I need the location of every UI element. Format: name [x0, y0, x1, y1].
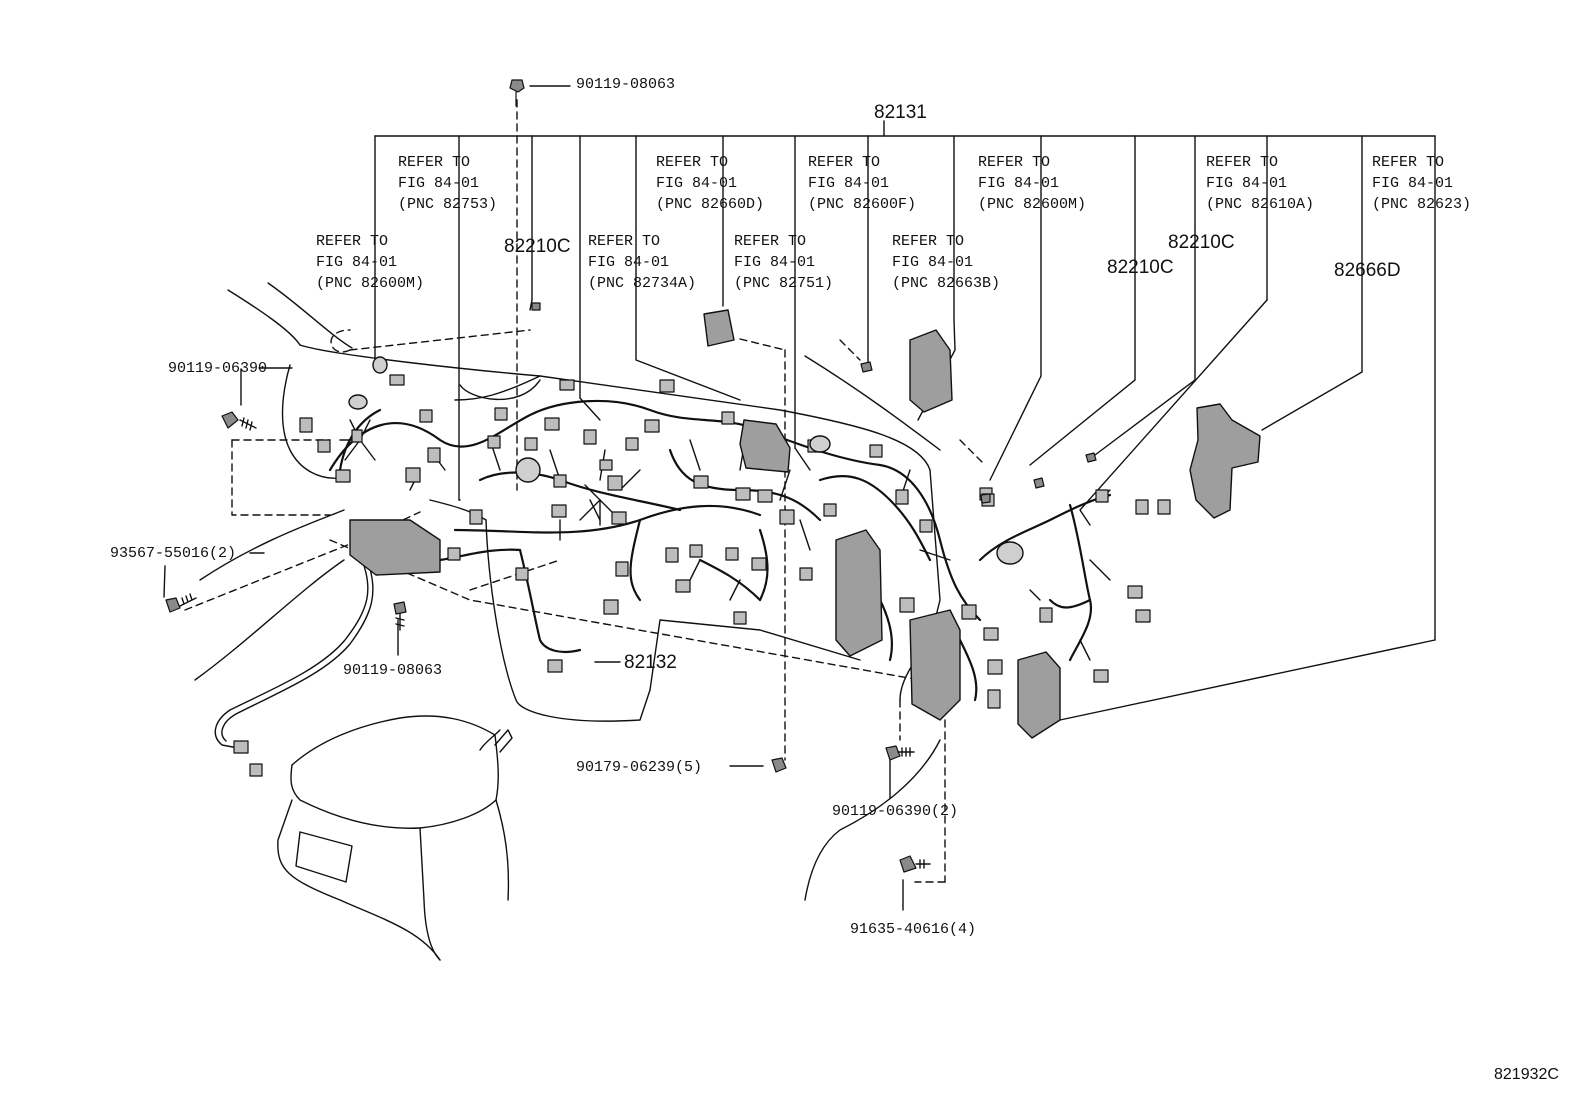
part-label-clamp: 82210C [1168, 232, 1235, 253]
part-label-bolt-left: 90119-06390 [168, 360, 268, 377]
refer-note-line: (PNC 82600M) [978, 196, 1087, 213]
refer-note-line: FIG 84-01 [808, 175, 890, 192]
refer-note-82600f: REFER TO FIG 84-01 (PNC 82600F) [808, 152, 916, 215]
refer-note-line: REFER TO [734, 233, 807, 250]
refer-note-line: REFER TO [656, 154, 729, 171]
main-harness-leader-bracket [374, 120, 1436, 641]
right-lower-harness [804, 739, 941, 901]
part-label-clamp: 82210C [504, 236, 571, 257]
left-harness-cable [214, 554, 374, 749]
refer-note-line: (PNC 82623) [1372, 196, 1472, 213]
refer-note-line: (PNC 82751) [734, 275, 834, 292]
refer-note-82660d: REFER TO FIG 84-01 (PNC 82660D) [656, 152, 764, 215]
junction-blocks [349, 309, 1261, 739]
refer-note-line: (PNC 82663B) [892, 275, 1001, 292]
refer-note-82753: REFER TO FIG 84-01 (PNC 82753) [398, 152, 497, 215]
figure-id: 821932C [1494, 1066, 1559, 1083]
refer-note-line: FIG 84-01 [398, 175, 480, 192]
refer-note-line: REFER TO [316, 233, 389, 250]
connectors [233, 374, 1171, 777]
refer-note-line: (PNC 82600M) [316, 275, 425, 292]
refer-note-82610a: REFER TO FIG 84-01 (PNC 82610A) [1206, 152, 1314, 215]
refer-note-line: FIG 84-01 [1372, 175, 1454, 192]
part-label-bolt-right: 90119-06390(2) [832, 803, 959, 820]
refer-note-82600m-left: REFER TO FIG 84-01 (PNC 82600M) [316, 231, 424, 294]
refer-note-line: (PNC 82660D) [656, 196, 765, 213]
part-label-main-harness: 82131 [874, 102, 927, 123]
part-label-bracket: 82666D [1334, 260, 1401, 281]
wire-branches [339, 419, 1111, 661]
refer-note-82600m-right: REFER TO FIG 84-01 (PNC 82600M) [978, 152, 1086, 215]
refer-note-line: REFER TO [892, 233, 965, 250]
refer-note-82734a: REFER TO FIG 84-01 (PNC 82734A) [588, 231, 696, 294]
refer-note-line: REFER TO [588, 233, 661, 250]
refer-note-line: REFER TO [1206, 154, 1279, 171]
refer-note-line: FIG 84-01 [892, 254, 974, 271]
part-label-bolt-lower: 91635-40616(4) [850, 921, 977, 938]
refer-note-line: FIG 84-01 [734, 254, 816, 271]
refer-note-line: (PNC 82734A) [588, 275, 697, 292]
fasteners [165, 79, 1097, 873]
part-label-clamp: 82210C [1107, 257, 1174, 278]
grommets [348, 356, 1024, 565]
part-label-screw-left: 93567-55016(2) [110, 545, 237, 562]
refer-note-line: FIG 84-01 [978, 175, 1060, 192]
refer-note-line: (PNC 82610A) [1206, 196, 1315, 213]
refer-note-line: REFER TO [1372, 154, 1445, 171]
refer-note-line: FIG 84-01 [1206, 175, 1288, 192]
refer-note-82623: REFER TO FIG 84-01 (PNC 82623) [1372, 152, 1471, 215]
part-label-bolt-top: 90119-08063 [576, 76, 676, 93]
refer-note-line: FIG 84-01 [316, 254, 398, 271]
center-console [277, 715, 513, 961]
wire-bundles [328, 399, 1112, 702]
refer-note-line: REFER TO [978, 154, 1051, 171]
refer-note-line: (PNC 82753) [398, 196, 498, 213]
refer-note-line: FIG 84-01 [588, 254, 670, 271]
refer-note-line: REFER TO [398, 154, 471, 171]
dashboard-outline [194, 282, 941, 722]
refer-note-82751: REFER TO FIG 84-01 (PNC 82751) [734, 231, 833, 294]
part-label-bolt-bottom: 90119-08063 [343, 662, 443, 679]
refer-note-82663b: REFER TO FIG 84-01 (PNC 82663B) [892, 231, 1000, 294]
part-label-sub-harness: 82132 [624, 652, 677, 673]
screw-threads [179, 417, 931, 869]
part-label-nut: 90179-06239(5) [576, 759, 703, 776]
refer-note-line: REFER TO [808, 154, 881, 171]
leader-lines [163, 85, 1436, 911]
refer-note-line: (PNC 82600F) [808, 196, 917, 213]
refer-note-line: FIG 84-01 [656, 175, 738, 192]
